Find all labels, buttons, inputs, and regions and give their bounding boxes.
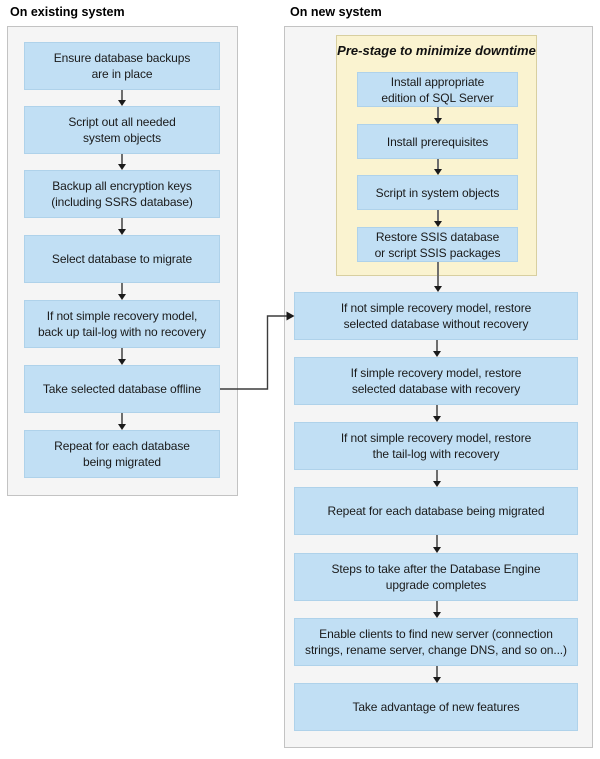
step-restore-with-recovery: If simple recovery model, restore select…: [294, 357, 578, 405]
arrow-down-icon: [117, 283, 126, 300]
arrow-down-icon: [117, 154, 126, 170]
arrow-down-icon: [117, 413, 126, 430]
existing-system-title: On existing system: [10, 5, 125, 19]
new-system-title: On new system: [290, 5, 382, 19]
step-restore-without-recovery: If not simple recovery model, restore se…: [294, 292, 578, 340]
arrow-down-icon: [433, 262, 442, 292]
step-backup-encryption-keys: Backup all encryption keys (including SS…: [24, 170, 220, 218]
step-install-sql-server: Install appropriate edition of SQL Serve…: [357, 72, 518, 107]
step-enable-clients-find-server: Enable clients to find new server (conne…: [294, 618, 578, 666]
arrow-down-icon: [433, 159, 442, 175]
step-script-out-system-objects: Script out all needed system objects: [24, 106, 220, 154]
step-repeat-each-database-new: Repeat for each database being migrated: [294, 487, 578, 535]
arrow-down-icon: [432, 340, 441, 357]
step-restore-ssis-database: Restore SSIS database or script SSIS pac…: [357, 227, 518, 262]
step-take-database-offline: Take selected database offline: [24, 365, 220, 413]
step-script-in-system-objects: Script in system objects: [357, 175, 518, 210]
prestage-title: Pre-stage to minimize downtime: [337, 43, 536, 58]
arrow-down-icon: [432, 535, 441, 553]
arrow-down-icon: [117, 90, 126, 106]
step-ensure-database-backups: Ensure database backups are in place: [24, 42, 220, 90]
step-repeat-each-database: Repeat for each database being migrated: [24, 430, 220, 478]
arrow-down-icon: [433, 210, 442, 227]
arrow-down-icon: [117, 348, 126, 365]
arrow-down-icon: [117, 218, 126, 235]
arrow-down-icon: [433, 107, 442, 124]
arrow-down-icon: [432, 470, 441, 487]
step-select-database-to-migrate: Select database to migrate: [24, 235, 220, 283]
arrow-down-icon: [432, 601, 441, 618]
arrow-down-icon: [432, 405, 441, 422]
step-post-upgrade-steps: Steps to take after the Database Engine …: [294, 553, 578, 601]
arrow-down-icon: [432, 666, 441, 683]
step-restore-tail-log: If not simple recovery model, restore th…: [294, 422, 578, 470]
step-take-advantage-new-features: Take advantage of new features: [294, 683, 578, 731]
step-backup-tail-log: If not simple recovery model, back up ta…: [24, 300, 220, 348]
step-install-prerequisites: Install prerequisites: [357, 124, 518, 159]
